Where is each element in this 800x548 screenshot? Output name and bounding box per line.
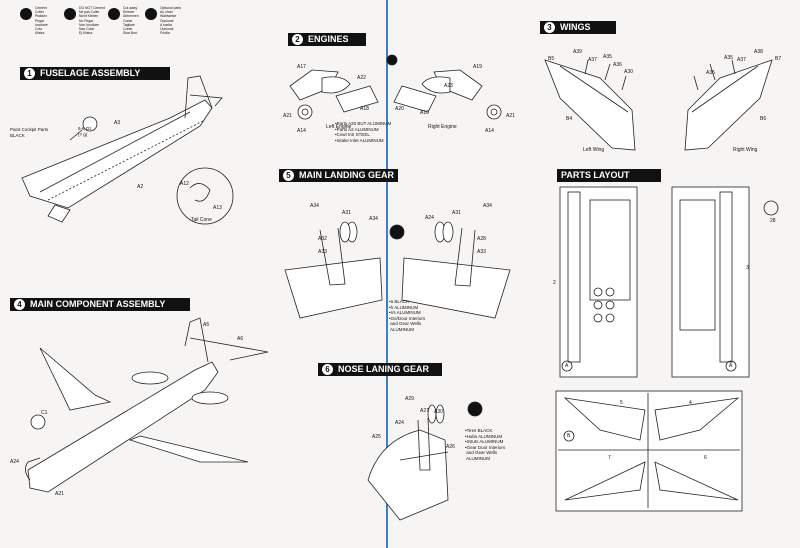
legend-item-optional: Optional parts Au choix Wahlweise Opcion… — [145, 6, 195, 38]
part-a21-main: A21 — [55, 491, 64, 497]
center-fold-line — [386, 0, 388, 548]
part-a31-left: A31 — [342, 210, 351, 216]
cement-icon — [20, 8, 32, 20]
legend-item-do-not-cement: DO NOT Cement Ne pas Coller Nicht Kleben… — [64, 6, 114, 38]
part-a30: A30 — [624, 69, 633, 75]
part-a34-left: A34 — [310, 203, 319, 209]
part-a13: A13 — [213, 205, 222, 211]
part-a31-right: A31 — [452, 210, 461, 216]
part-a14-right: A14 — [485, 128, 494, 134]
part-a12: A12 — [180, 181, 189, 187]
layout-number-2: 2 — [553, 280, 556, 286]
engines-drawing — [289, 69, 502, 120]
note-nose-gear-paint: •Tires BLACK •Hubs ALUMINUM •Struts ALUM… — [465, 428, 506, 461]
part-a34-right: A34 — [483, 203, 492, 209]
part-a32: A32 — [318, 236, 327, 242]
label-right-wing: Right Wing — [733, 147, 758, 153]
part-a19: A19 — [473, 64, 482, 70]
part-a34-left-2: A34 — [369, 216, 378, 222]
part-a5: A5 — [203, 322, 210, 328]
sprue-label-b: B — [567, 433, 571, 439]
sprue-label-a-2: A — [729, 363, 733, 369]
part-a33-left: A33 — [318, 249, 327, 255]
part-a24-main: A24 — [10, 459, 19, 465]
layout-number-28: 28 — [770, 218, 776, 224]
legend-item-cement: Cement Coller Plakken Pegar Incollare Co… — [20, 6, 70, 38]
part-a37-left: A37 — [588, 57, 597, 63]
part-a3: A3 — [114, 120, 121, 126]
part-a23: A23 — [444, 83, 453, 89]
part-a14-left: A14 — [297, 128, 306, 134]
layout-number-5: 5 — [620, 400, 623, 406]
label-tail-cone: Tail Cone — [191, 217, 212, 223]
part-a2: A2 — [137, 184, 144, 190]
part-b7: B7 — [775, 56, 782, 62]
part-a17: A17 — [297, 64, 306, 70]
part-a26: A26 — [446, 444, 455, 450]
part-a29: A29 — [405, 396, 414, 402]
note-engine-paint: •Parts A20 BUT ALUMINUM •Parts A2 ALUMIN… — [335, 121, 392, 143]
legend-item-cut-off: Cut away Enlever Abtrennen Cortar Taglia… — [108, 6, 158, 38]
part-a6: A6 — [237, 336, 244, 342]
part-b6: B6 — [760, 116, 767, 122]
part-a21-left: A21 — [283, 113, 292, 119]
sprue-label-a-1: A — [565, 363, 569, 369]
label-left-engine: Left Engine — [326, 124, 352, 130]
part-a16: A16 — [420, 110, 429, 116]
nose-landing-gear-drawing — [367, 401, 483, 521]
part-a27: A27 — [420, 408, 429, 414]
part-a30-nose: A30 — [434, 409, 443, 415]
layout-number-3: 3 — [746, 265, 749, 271]
part-a22: A22 — [357, 75, 366, 81]
label-weight: 5-6 Oz. (? g) — [78, 126, 93, 137]
part-a35-right: A35 — [724, 55, 733, 61]
do-not-cement-icon — [64, 8, 76, 20]
parts-layout-drawing — [555, 186, 779, 512]
part-a36-right: A36 — [706, 70, 715, 76]
layout-number-4: 4 — [689, 400, 692, 406]
cut-off-icon — [108, 8, 120, 20]
label-left-wing: Left Wing — [583, 147, 605, 153]
note-main-gear-paint: •a BLACK •h ALUMINUM •r/s ALUMINUM •Ge/D… — [389, 299, 426, 332]
optional-icon — [145, 8, 157, 20]
part-a28: A28 — [477, 236, 486, 242]
part-a24: A24 — [425, 215, 434, 221]
label-cockpit-paint: Paint Cockpit Parts BLACK — [10, 127, 49, 138]
label-right-engine: Right Engine — [428, 124, 457, 130]
part-a33-right: A33 — [477, 249, 486, 255]
part-a18: A18 — [360, 106, 369, 112]
main-landing-gear-drawing — [284, 54, 511, 319]
part-a38: A38 — [754, 49, 763, 55]
fuselage-drawing — [21, 75, 234, 225]
part-a21-right: A21 — [506, 113, 515, 119]
layout-number-7: 7 — [608, 455, 611, 461]
wings-drawing — [544, 59, 773, 151]
part-a24-nose: A24 — [395, 420, 404, 426]
part-a36-left: A36 — [613, 62, 622, 68]
main-component-drawing — [25, 317, 269, 493]
part-b5: B5 — [548, 56, 555, 62]
part-a20: A20 — [395, 106, 404, 112]
part-a37-right: A37 — [737, 57, 746, 63]
part-a35-left: A35 — [603, 54, 612, 60]
part-a25: A25 — [372, 434, 381, 440]
layout-number-6: 6 — [704, 455, 707, 461]
part-b4: B4 — [566, 116, 573, 122]
part-a39: A39 — [573, 49, 582, 55]
part-c1: C1 — [41, 410, 48, 416]
